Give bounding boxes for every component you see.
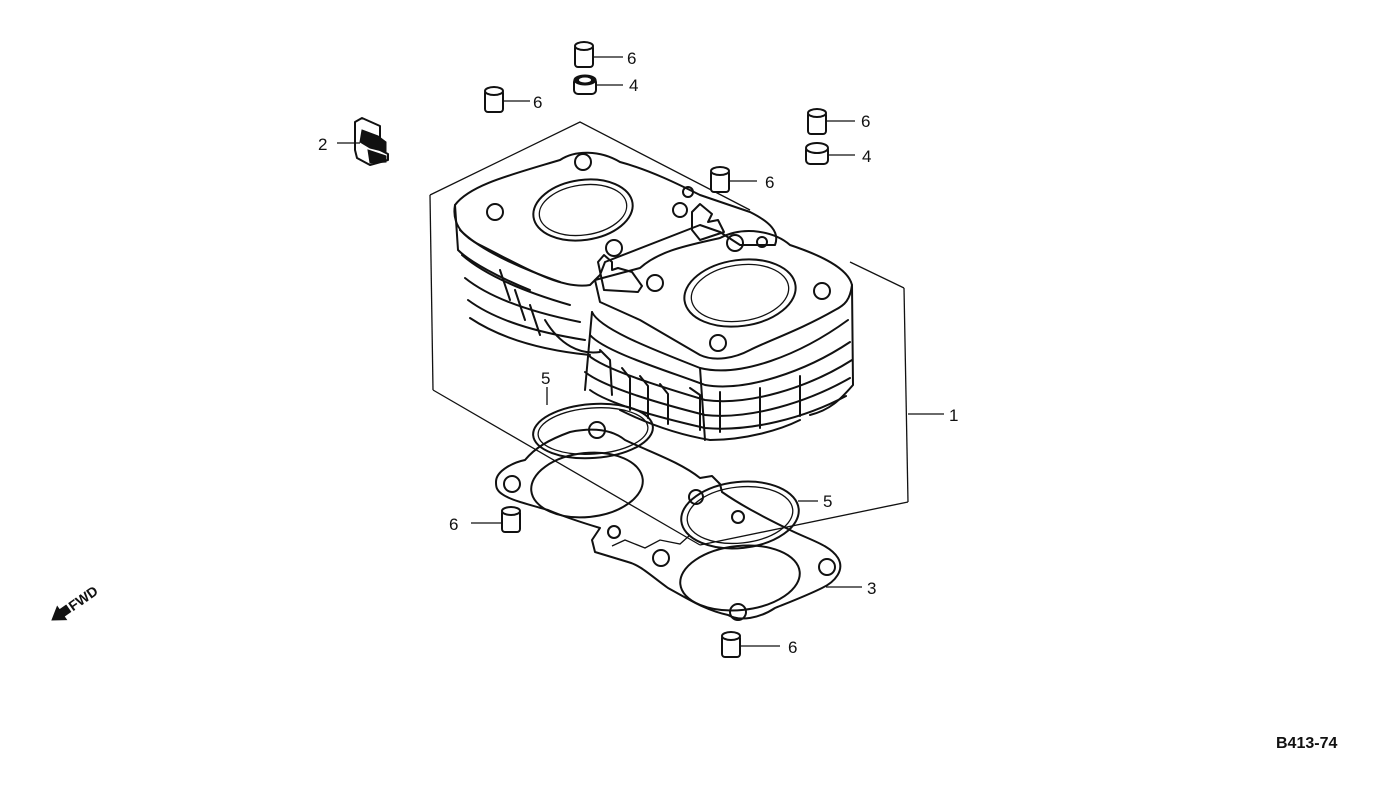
callout-dowel-center: 6	[765, 173, 774, 192]
callout-dowel-left: 6	[449, 515, 458, 534]
dowel-pin-left	[501, 506, 521, 533]
callout-dowel-top: 6	[627, 49, 636, 68]
callout-clip: 2	[318, 135, 327, 154]
o-ring-lower	[680, 480, 800, 550]
dowel-pin-center	[710, 166, 730, 193]
forward-direction-indicator: FWD	[51, 583, 101, 621]
callout-cylinder: 1	[949, 406, 958, 425]
cylinder-base-gasket	[495, 421, 842, 621]
callout-dowel-upper-left: 6	[533, 93, 542, 112]
leader-lines	[337, 56, 944, 647]
callout-seal-top: 4	[629, 76, 638, 95]
dowel-pin-upper-right	[807, 108, 827, 135]
seal-right	[805, 142, 829, 165]
dowel-pin-upper-left	[484, 86, 504, 113]
seal-top	[573, 74, 597, 95]
callout-dowel-bottom: 6	[788, 638, 797, 657]
forward-arrow-icon	[51, 604, 72, 621]
dowel-pin-bottom	[721, 631, 741, 658]
cylinder-block	[429, 121, 909, 546]
diagram-code: B413-74	[1276, 735, 1337, 752]
callout-o-ring-lower: 5	[823, 492, 832, 511]
o-ring-upper	[532, 402, 654, 460]
callout-dowel-upper-right: 6	[861, 112, 870, 131]
dowel-pin-top	[574, 41, 594, 68]
callout-seal-right: 4	[862, 147, 871, 166]
callout-gasket: 3	[867, 579, 876, 598]
clip	[354, 117, 389, 166]
fwd-label: FWD	[65, 583, 100, 614]
callout-o-ring-upper: 5	[541, 369, 550, 388]
